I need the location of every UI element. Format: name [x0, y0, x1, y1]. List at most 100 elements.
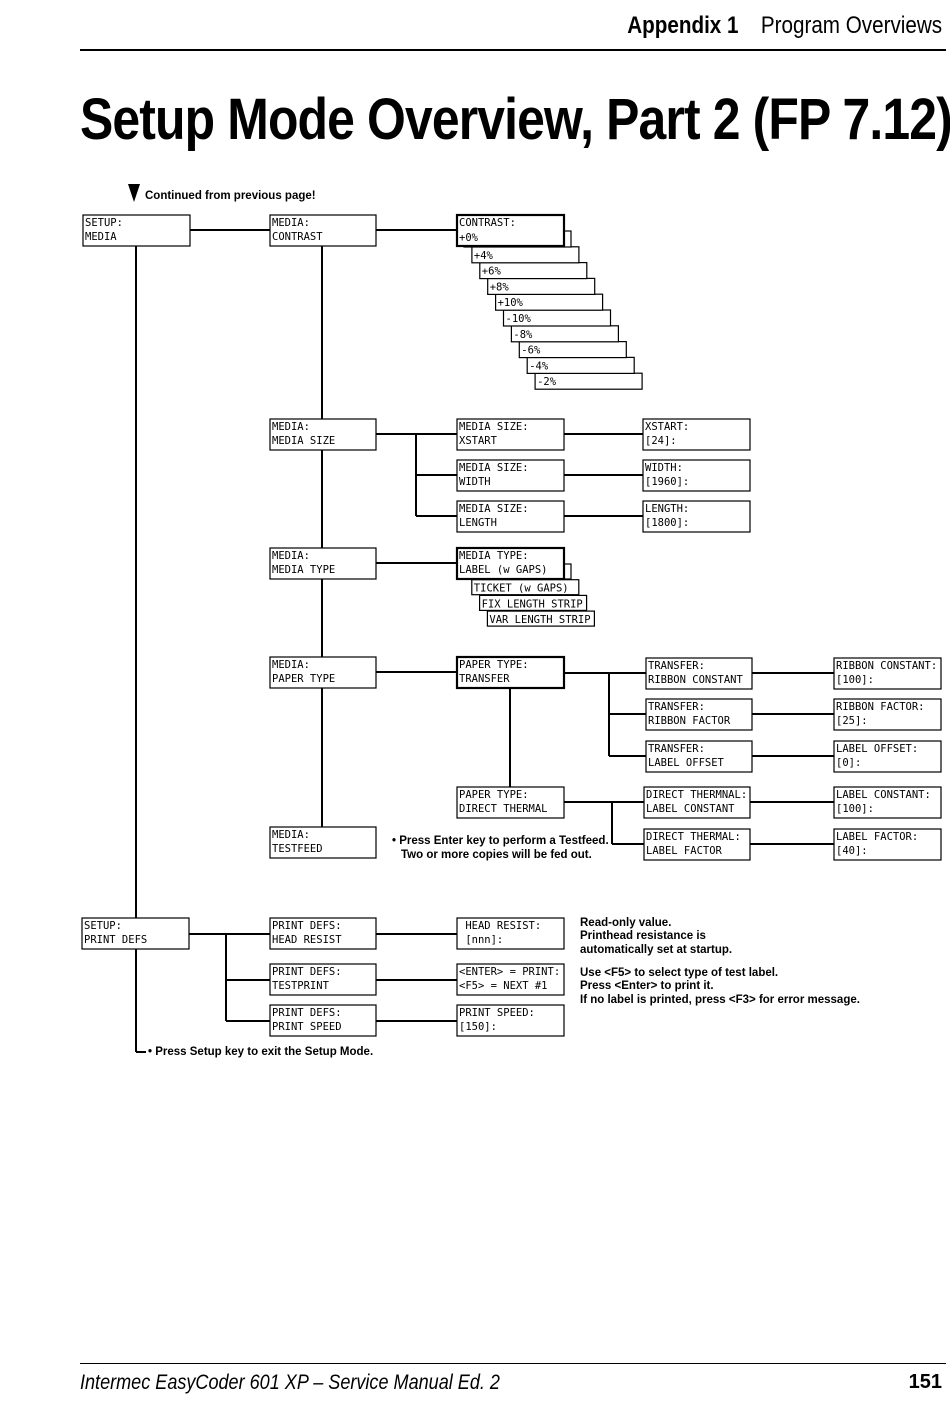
contrast-option-5: +10%	[495, 293, 604, 311]
testfeed-note-line-1: • Press Enter key to perform a Testfeed.	[392, 835, 609, 847]
svg-text:LABEL FACTOR: LABEL FACTOR	[646, 845, 723, 857]
svg-text:MEDIA:: MEDIA:	[272, 659, 310, 671]
svg-text:[1800]:: [1800]:	[645, 517, 689, 529]
svg-text:[100]:: [100]:	[836, 674, 874, 686]
continued-note: Continued from previous page!	[145, 190, 316, 202]
box-label-constant-value: LABEL CONSTANT:[100]:	[833, 786, 942, 819]
svg-text:MEDIA: MEDIA	[85, 231, 117, 243]
svg-text:[24]:: [24]:	[645, 435, 677, 447]
box-length-value: LENGTH:[1800]:	[642, 500, 751, 533]
media-type-option-4: VAR LENGTH STRIP	[486, 610, 595, 627]
box-media-size-length: MEDIA SIZE: LENGTH	[456, 500, 565, 533]
box-paper-type-transfer: PAPER TYPE: TRANSFER	[455, 655, 566, 690]
svg-text:+4%: +4%	[474, 250, 494, 262]
contrast-option-4: +8%	[487, 277, 596, 295]
box-print-defs-testprint: PRINT DEFS: TESTPRINT	[269, 963, 377, 996]
svg-text:-6%: -6%	[521, 345, 541, 357]
svg-text:FIX LENGTH STRIP: FIX LENGTH STRIP	[482, 598, 583, 610]
svg-text:PRINT DEFS:: PRINT DEFS:	[272, 1007, 342, 1019]
svg-text:RIBBON CONSTANT: RIBBON CONSTANT	[648, 674, 744, 686]
svg-text:PAPER TYPE:: PAPER TYPE:	[459, 659, 529, 671]
svg-text:CONTRAST: CONTRAST	[272, 231, 323, 243]
svg-text:TICKET (w GAPS): TICKET (w GAPS)	[474, 583, 569, 595]
contrast-option-9: -4%	[526, 356, 635, 374]
testprint-note-line-1: Use <F5> to select type of test label.	[580, 967, 778, 979]
svg-text:LABEL (w GAPS): LABEL (w GAPS)	[459, 564, 548, 576]
svg-text:DIRECT THERMAL: DIRECT THERMAL	[459, 803, 548, 815]
svg-text:LENGTH: LENGTH	[459, 517, 497, 529]
svg-text:MEDIA SIZE: MEDIA SIZE	[272, 435, 335, 447]
svg-text:MEDIA TYPE: MEDIA TYPE	[272, 564, 335, 576]
box-media-size-xstart: MEDIA SIZE:XSTART	[456, 418, 565, 451]
header-rule	[80, 49, 946, 51]
box-paper-type-direct-thermal: PAPER TYPE:DIRECT THERMAL	[456, 786, 565, 819]
svg-text:SETUP:: SETUP:	[85, 217, 123, 229]
svg-text:-4%: -4%	[529, 360, 549, 372]
media-type-option-3: FIX LENGTH STRIP	[479, 594, 588, 612]
svg-text:LABEL FACTOR:: LABEL FACTOR:	[836, 831, 918, 843]
media-type-option-2: TICKET (w GAPS)	[471, 579, 580, 596]
testfeed-note-line-2: Two or more copies will be fed out.	[401, 849, 592, 861]
testprint-note-line-3: If no label is printed, press <F3> for e…	[580, 994, 860, 1006]
svg-text:MEDIA:: MEDIA:	[272, 421, 310, 433]
box-print-defs-print-speed: PRINT DEFS:PRINT SPEED	[269, 1004, 377, 1037]
svg-text:[0]:: [0]:	[836, 757, 861, 769]
svg-text:MEDIA SIZE:: MEDIA SIZE:	[459, 462, 529, 474]
box-testprint-value: <ENTER> = PRINT: <F5> = NEXT #1	[456, 963, 565, 996]
box-media-type: MEDIA TYPE:LABEL (w GAPS)	[455, 546, 566, 581]
head-resist-note-line-1: Read-only value.	[580, 917, 671, 929]
svg-text:TRANSFER: TRANSFER	[459, 673, 510, 685]
box-transfer-ribbon-constant: TRANSFER: RIBBON CONSTANT	[645, 657, 753, 690]
svg-text:RIBBON FACTOR: RIBBON FACTOR	[648, 715, 731, 727]
svg-text:MEDIA SIZE:: MEDIA SIZE:	[459, 503, 529, 515]
svg-text:PRINT SPEED:: PRINT SPEED:	[459, 1007, 535, 1019]
box-setup-media: SETUP: MEDIA	[82, 214, 191, 247]
svg-text:+6%: +6%	[482, 266, 502, 278]
svg-text:DIRECT THERMNAL:: DIRECT THERMNAL:	[646, 789, 747, 801]
testprint-note-line-2: Press <Enter> to print it.	[580, 980, 714, 992]
svg-text:WIDTH: WIDTH	[459, 476, 491, 488]
footer-manual-title: Intermec EasyCoder 601 XP – Service Manu…	[80, 1371, 500, 1394]
contrast-option-8: -6%	[518, 341, 627, 359]
continued-arrow-icon	[128, 184, 140, 202]
svg-text:+10%: +10%	[498, 297, 524, 309]
svg-text:HEAD RESIST: HEAD RESIST	[272, 934, 342, 946]
box-media-testfeed: MEDIA:TESTFEED	[269, 826, 377, 859]
box-print-speed-value: PRINT SPEED: [150]:	[456, 1004, 565, 1037]
svg-text:[25]:: [25]:	[836, 715, 868, 727]
svg-text:-2%: -2%	[537, 376, 557, 388]
footer-rule	[80, 1363, 946, 1364]
box-media-size-width: MEDIA SIZE: WIDTH	[456, 459, 565, 492]
footer-page-number: 151	[908, 1371, 942, 1393]
connector-lines	[135, 229, 834, 1053]
head-resist-note-line-3: automatically set at startup.	[580, 944, 732, 956]
svg-text:TESTPRINT: TESTPRINT	[272, 980, 330, 992]
header-section: Program Overviews	[760, 12, 942, 39]
contrast-option-7: -8%	[510, 325, 619, 343]
svg-text:LABEL OFFSET:: LABEL OFFSET:	[836, 743, 918, 755]
svg-text:HEAD RESIST:: HEAD RESIST:	[459, 920, 541, 932]
svg-text:MEDIA SIZE:: MEDIA SIZE:	[459, 421, 529, 433]
svg-text:-10%: -10%	[506, 313, 532, 325]
contrast-option-stack: -2%-4%-6%-8%-10%+10%+8%+6%+4%+2%	[463, 230, 643, 390]
svg-text:-8%: -8%	[513, 329, 533, 341]
box-direct-thermal-label-factor: DIRECT THERMAL:LABEL FACTOR	[643, 828, 751, 861]
box-head-resist-value: HEAD RESIST: [nnn]:	[456, 917, 565, 950]
svg-text:LABEL CONSTANT: LABEL CONSTANT	[646, 803, 735, 815]
svg-text:SETUP:: SETUP:	[84, 920, 122, 932]
svg-text:<ENTER> = PRINT:: <ENTER> = PRINT:	[459, 966, 560, 978]
svg-text:PRINT DEFS: PRINT DEFS	[84, 934, 147, 946]
svg-text:TRANSFER:: TRANSFER:	[648, 660, 705, 672]
svg-text:[150]:: [150]:	[459, 1021, 497, 1033]
svg-text:PAPER TYPE: PAPER TYPE	[272, 673, 335, 685]
box-transfer-label-offset: TRANSFER:LABEL OFFSET	[645, 740, 753, 773]
svg-text:PRINT DEFS:: PRINT DEFS:	[272, 966, 342, 978]
svg-text:PRINT DEFS:: PRINT DEFS:	[272, 920, 342, 932]
box-print-defs-head-resist: PRINT DEFS: HEAD RESIST	[269, 917, 377, 950]
svg-text:<F5> = NEXT #1: <F5> = NEXT #1	[459, 980, 548, 992]
svg-text:LABEL OFFSET: LABEL OFFSET	[648, 757, 725, 769]
box-xstart-value: XSTART:[24]:	[642, 418, 751, 451]
box-setup-print-defs: SETUP: PRINT DEFS	[81, 917, 190, 950]
